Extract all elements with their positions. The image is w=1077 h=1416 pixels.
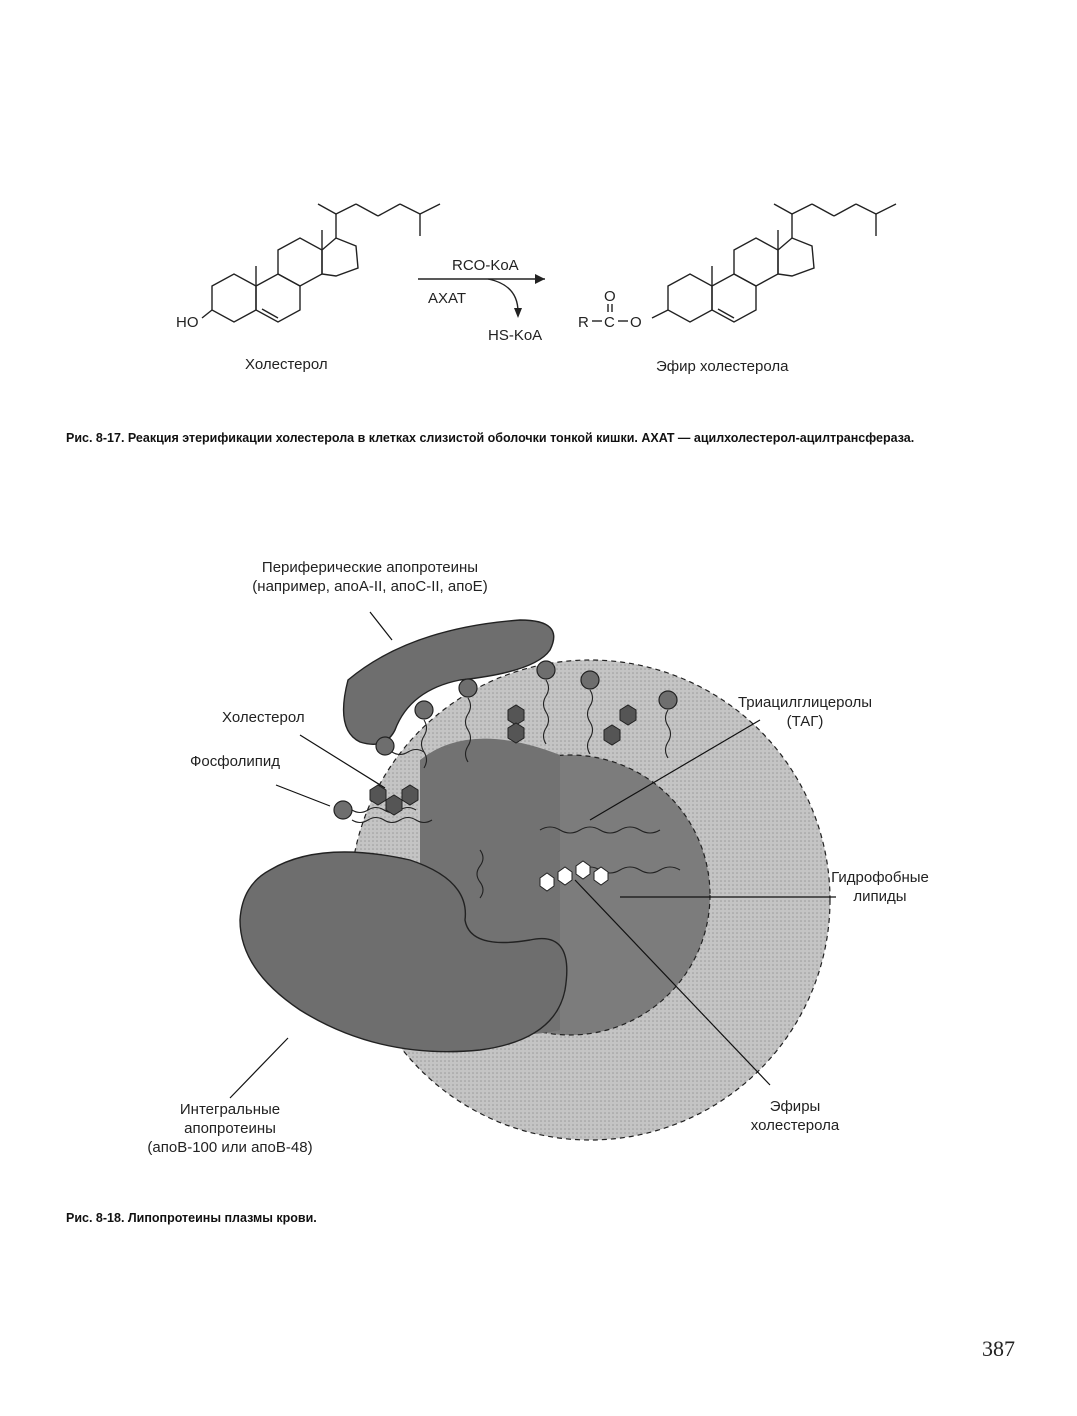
peripheral-apoproteins-label: Периферические апопротеины (например, ап… (220, 558, 520, 596)
arrow-head-down-icon (514, 308, 522, 318)
peripheral-apoproteins-line1: Периферические апопротеины (261, 559, 479, 576)
core-cholesterol-ester (539, 860, 609, 892)
figure-8-18: Периферические апопротеины (например, ап… (0, 540, 1077, 1225)
integral-apoproteins-label: Интегральные апопротеины (апоB-100 или а… (130, 1100, 330, 1157)
figure-8-17-caption: Рис. 8-17. Реакция этерификации холестер… (66, 431, 915, 445)
cholesterol-ester-structure (592, 203, 897, 323)
phospholipid-tails (351, 679, 681, 899)
peripheral-apoproteins-line2: (например, апоA-II, апоC-II, апоE) (252, 578, 488, 595)
ester-c-label: C (604, 314, 615, 331)
hydrophobic-lipids-label: Гидрофобные липиды (820, 868, 940, 906)
reagent-label: RCO-KoA (452, 257, 519, 274)
hydroxyl-label: HO (176, 314, 199, 331)
membrane-cholesterol (369, 704, 637, 816)
cholesterol-structure (201, 203, 441, 323)
hydrophobic-lipids-line2: липиды (853, 888, 907, 905)
triacylglycerols-line2: (ТАГ) (786, 713, 824, 730)
triacylglycerols-line1: Триацилглицеролы (737, 694, 873, 711)
lipoprotein-diagram (229, 611, 836, 1141)
hydrophobic-lipids-line1: Гидрофобные (831, 869, 929, 886)
integral-apoproteins-line2: апопротеины (184, 1120, 276, 1137)
peripheral-apoprotein (342, 619, 555, 745)
ester-o-label: O (630, 314, 642, 331)
cholesterol-esters-line1: Эфиры (769, 1098, 821, 1115)
phospholipid-heads (333, 660, 678, 820)
esterification-reaction-diagram: HO RCO-KoA AXAT HS-KoA (176, 203, 897, 344)
reaction-arrow (418, 278, 545, 313)
arrow-head-icon (535, 274, 545, 284)
integral-apoprotein (239, 851, 568, 1053)
ester-r-label: R (578, 314, 589, 331)
carbonyl-o-label: O (604, 288, 616, 305)
enzyme-label: AXAT (428, 290, 466, 307)
byproduct-label: HS-KoA (488, 327, 542, 344)
integral-apoproteins-line1: Интегральные (179, 1101, 281, 1118)
integral-apoproteins-line3: (апоB-100 или апоB-48) (147, 1139, 313, 1156)
phospholipid-label: Фосфолипид (190, 753, 280, 770)
triacylglycerols-label: Триацилглицеролы (ТАГ) (720, 693, 890, 731)
leader-lines (229, 611, 836, 1099)
cholesterol-name: Холестерол (245, 356, 328, 373)
page-number: 387 (982, 1336, 1015, 1361)
cholesterol-esters-line2: холестерола (750, 1117, 840, 1134)
figure-8-18-caption: Рис. 8-18. Липопротеины плазмы крови. (66, 1211, 317, 1225)
cholesterol-label: Холестерол (222, 709, 305, 726)
cholesterol-esters-label: Эфиры холестерола (735, 1097, 855, 1135)
figure-8-17: HO RCO-KoA AXAT HS-KoA (0, 0, 1077, 480)
cholesterol-ester-name: Эфир холестерола (656, 358, 789, 375)
